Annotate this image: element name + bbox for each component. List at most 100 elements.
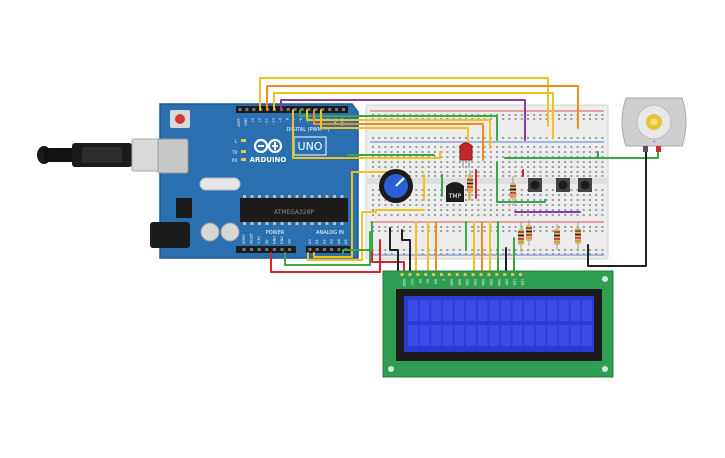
lcd-pin-9[interactable] — [471, 273, 475, 276]
lcd-pin-1[interactable] — [408, 273, 412, 276]
arduino-infinity-logo-icon — [253, 138, 283, 154]
wire-orange-d11[interactable] — [266, 85, 579, 129]
analog-pin-4[interactable] — [337, 248, 341, 251]
digital-pin-14[interactable] — [335, 108, 339, 111]
power-pin-0[interactable] — [242, 248, 246, 251]
wire-black-motor[interactable] — [587, 149, 647, 267]
digital-pin-label: GND — [244, 118, 248, 126]
wire-red-5v[interactable] — [270, 239, 381, 273]
lcd-pin-label: LED — [513, 279, 517, 286]
power-pin-label: GND — [272, 236, 276, 244]
analog-pin-3[interactable] — [330, 248, 334, 251]
power-header-label: POWER — [266, 230, 285, 236]
digital-pin-7[interactable] — [286, 108, 290, 111]
wire-green-motor[interactable] — [597, 149, 659, 159]
lcd-pin-label: RW — [434, 279, 438, 285]
analog-pin-0[interactable] — [308, 248, 312, 251]
analog-pin-1[interactable] — [315, 248, 319, 251]
power-pin-5[interactable] — [280, 248, 284, 251]
lcd-pin-label: DB7 — [505, 279, 509, 286]
arduino-board: ATMEGA328P ARDUINO UNO DIGITAL (PWM ~) P… — [150, 103, 359, 259]
wire-yellow-d5[interactable] — [320, 109, 469, 146]
analog-pin-2[interactable] — [322, 248, 326, 251]
power-pin-label: 3.3V — [257, 236, 261, 244]
atmega-chip-pins — [243, 195, 344, 225]
voltage-regulator — [176, 198, 192, 218]
digital-pin-15[interactable] — [342, 108, 345, 111]
wire-green-buttons[interactable] — [496, 161, 546, 203]
wire-yellow-a1[interactable] — [313, 171, 393, 258]
lcd-pin-5[interactable] — [440, 273, 443, 276]
red-led — [459, 142, 473, 168]
lcd-pin-13[interactable] — [503, 273, 507, 276]
wire-yellow-a0[interactable] — [307, 211, 377, 261]
digital-pin-12[interactable] — [321, 108, 325, 111]
digital-pin-1[interactable] — [245, 108, 249, 111]
analog-header-label: ANALOG IN — [316, 230, 344, 236]
power-pin-4[interactable] — [272, 248, 276, 251]
power-pin-label: Vin — [288, 239, 292, 244]
lcd-pin-6[interactable] — [447, 273, 451, 276]
wire-yellow-d12[interactable] — [259, 77, 549, 127]
lcd-pin-8[interactable] — [463, 273, 467, 276]
power-pin-6[interactable] — [288, 248, 292, 251]
wire-orange-d6[interactable] — [313, 109, 484, 161]
lcd-pin-2[interactable] — [416, 273, 420, 276]
lcd-pin-0[interactable] — [400, 273, 404, 276]
digital-pin-label: RX 0 — [341, 118, 345, 126]
push-button-2[interactable] — [556, 178, 570, 192]
lcd-pin-label: DB5 — [489, 279, 493, 286]
analog-header[interactable] — [306, 246, 350, 253]
lcd-pin-3[interactable] — [424, 273, 428, 276]
wire-yellow-d7[interactable] — [306, 109, 491, 149]
lcd-pin-4[interactable] — [432, 273, 436, 276]
wire-green-gnd-2[interactable] — [284, 231, 371, 266]
digital-pin-label: ~6 — [299, 118, 303, 123]
power-pin-1[interactable] — [250, 248, 254, 251]
digital-pin-label: 7 — [292, 118, 296, 120]
wires — [259, 77, 659, 273]
analog-pin-label: A3 — [330, 239, 334, 244]
digital-pin-label: 13 — [251, 118, 255, 122]
digital-header-label: DIGITAL (PWM ~) — [286, 127, 329, 133]
digital-header[interactable] — [236, 106, 348, 113]
power-pin-label: IOREF — [242, 234, 246, 244]
digital-pin-0[interactable] — [238, 108, 242, 111]
usb-port — [157, 138, 189, 174]
push-button-1[interactable] — [528, 178, 542, 192]
wire-yellow-d4[interactable] — [292, 109, 441, 159]
digital-pin-8[interactable] — [293, 108, 297, 111]
digital-pin-label: ~11 — [265, 118, 269, 125]
digital-pin-13[interactable] — [328, 108, 332, 111]
lcd-pin-10[interactable] — [479, 273, 483, 276]
reset-button-cap[interactable] — [175, 114, 185, 124]
analog-pin-label: A4 — [337, 239, 341, 244]
lcd-pin-7[interactable] — [455, 273, 459, 276]
power-pin-2[interactable] — [257, 248, 261, 251]
resistor-4 — [575, 222, 581, 250]
wire-yellow-d10[interactable] — [273, 92, 554, 139]
wire-black-lcd-rw[interactable] — [401, 229, 411, 273]
wire-green-a5[interactable] — [342, 221, 373, 254]
digital-pin-label: ~10 — [272, 118, 276, 125]
wire-purple-d9[interactable] — [280, 99, 526, 141]
wire-green-d8[interactable] — [299, 109, 498, 141]
lcd-pin-12[interactable] — [495, 273, 499, 276]
digital-pin-10[interactable] — [307, 108, 311, 111]
digital-pin-11[interactable] — [314, 108, 318, 111]
potentiometer[interactable] — [379, 169, 413, 203]
lcd-pin-11[interactable] — [487, 273, 491, 276]
resistor-led — [467, 170, 473, 200]
digital-pin-2[interactable] — [252, 108, 256, 111]
lcd-pin-14[interactable] — [511, 273, 515, 276]
wire-black-lcd-gnd[interactable] — [389, 227, 399, 273]
led-label-l: L — [235, 139, 238, 144]
capacitor-1 — [200, 222, 220, 242]
digital-pin-9[interactable] — [300, 108, 304, 111]
power-pin-3[interactable] — [265, 248, 269, 251]
push-button-3[interactable] — [578, 178, 592, 192]
lcd-pin-15[interactable] — [519, 273, 522, 276]
